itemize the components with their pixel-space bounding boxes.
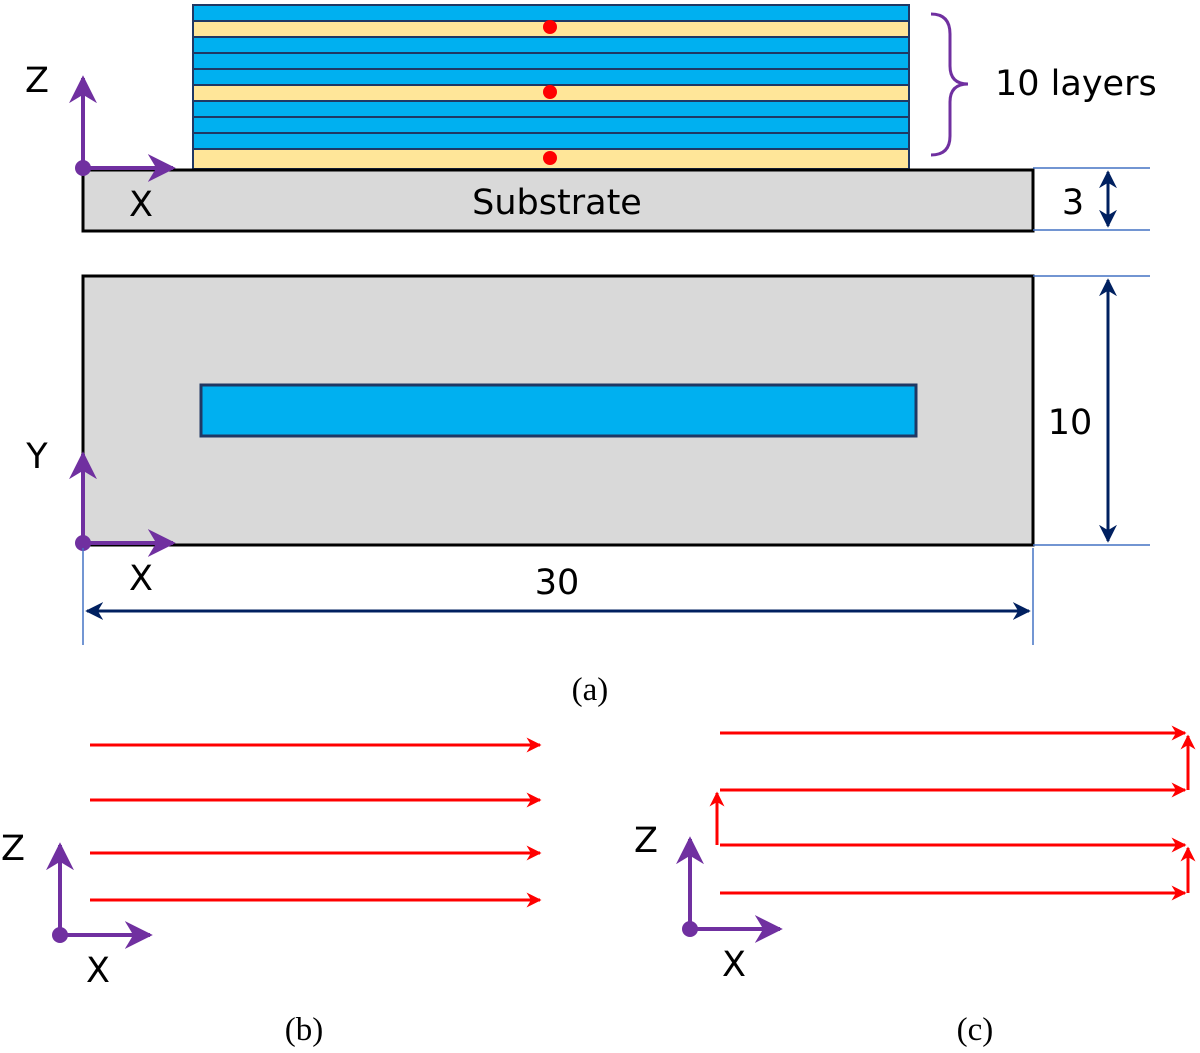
thickness-dimension-label: 3: [1062, 183, 1084, 223]
panel-a-side-view: 10 layers Substrate Z X 3: [25, 4, 1157, 233]
z-axis-label: Z: [1, 829, 25, 869]
axes-xy-top: [69, 451, 176, 557]
axes-xz-c: [676, 836, 783, 943]
z-axis-label: Z: [25, 61, 49, 101]
axes-xz-b: [46, 842, 153, 949]
layer-strip: [192, 116, 910, 134]
axis-origin: [52, 927, 68, 943]
axis-origin: [75, 535, 91, 551]
x-axis-label: X: [722, 945, 746, 985]
probe-point: [543, 20, 557, 34]
layer-strip: [192, 100, 910, 118]
probe-point: [543, 85, 557, 99]
layers-brace: [930, 12, 969, 157]
width-dimension-label: 10: [1048, 403, 1093, 443]
substrate-side: [81, 168, 1035, 233]
layers-label: 10 layers: [995, 64, 1157, 104]
x-axis-label: X: [129, 185, 153, 225]
panel-a-top-view: Y X 10 30: [25, 274, 1150, 645]
x-axis-label: X: [86, 951, 110, 991]
probe-point: [543, 151, 557, 165]
x-axis-label: X: [129, 559, 153, 599]
layer-strip: [192, 68, 910, 86]
layer-strip: [192, 4, 910, 22]
caption-a: (a): [572, 672, 609, 708]
caption-b: (b): [285, 1012, 323, 1048]
layer-strip: [192, 52, 910, 70]
layer-strip: [192, 132, 910, 150]
axes-xz-side: [69, 75, 176, 182]
axis-origin: [682, 921, 698, 937]
y-axis-label: Y: [25, 437, 48, 477]
panel-b: Z X (b): [1, 737, 542, 1048]
length-dimension-label: 30: [535, 563, 580, 603]
caption-c: (c): [957, 1012, 994, 1048]
panel-c: Z X (c): [634, 725, 1196, 1048]
layer-strip: [192, 36, 910, 54]
z-axis-label: Z: [634, 821, 658, 861]
axis-origin: [75, 160, 91, 176]
layer-stack: [192, 4, 910, 170]
deposit-footprint: [199, 383, 918, 438]
substrate-label: Substrate: [472, 183, 642, 223]
